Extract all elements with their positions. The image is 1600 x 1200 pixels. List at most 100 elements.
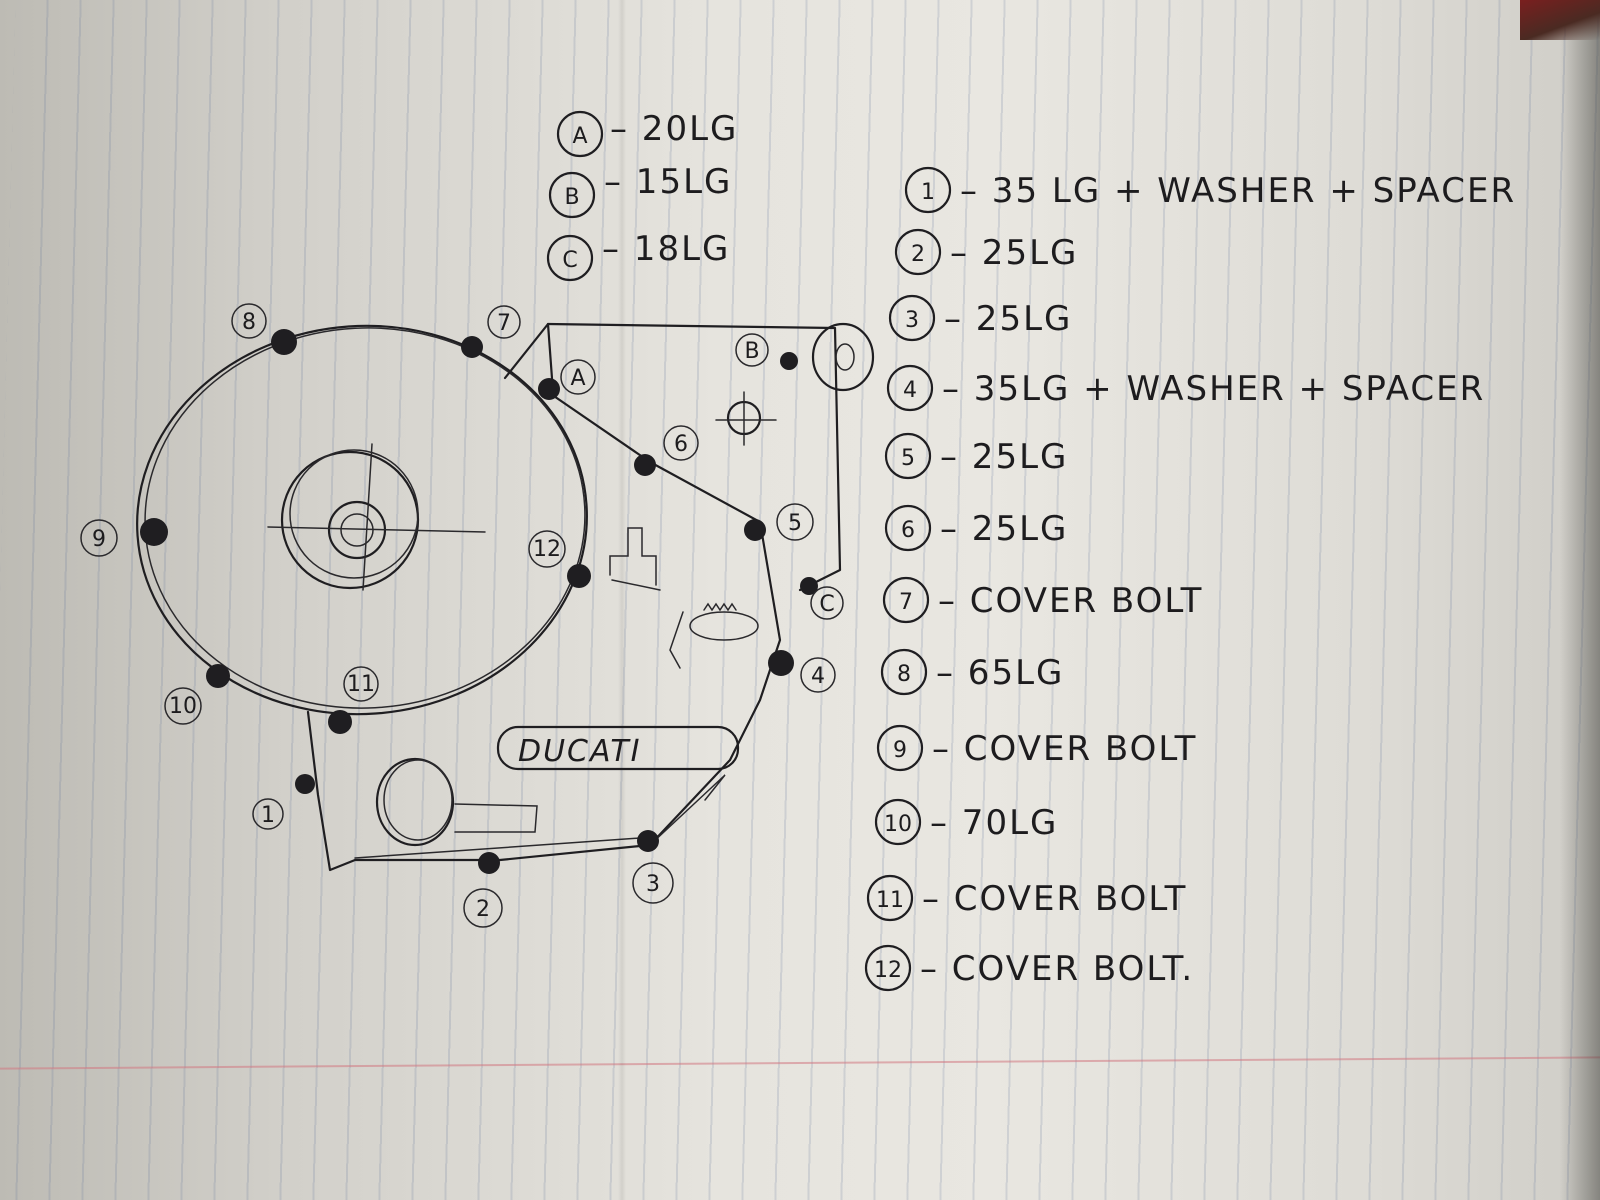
svg-text:11: 11 [347, 672, 375, 697]
boss-crosshair-v [363, 444, 372, 590]
legend-row-2: 2– 25LG [896, 230, 1078, 274]
cover-bottom-arrow [650, 775, 725, 845]
sight-tab [455, 804, 537, 832]
legend-row-5: 5 – 25LG [886, 434, 1068, 478]
svg-text:5: 5 [788, 511, 802, 536]
legend-row-1: 1 – 35 LG + WASHER + SPACER [906, 168, 1516, 212]
legend-text-6: – 25LG [940, 509, 1068, 549]
legend-row-11: 11 – COVER BOLT [868, 876, 1187, 920]
ducati-label: DUCATI [518, 734, 642, 769]
callout-C: C [811, 587, 843, 619]
legend-text-12: – COVER BOLT. [920, 949, 1194, 989]
spring-housing [690, 612, 758, 640]
bolt-A [538, 378, 560, 400]
legend-marker-label-3: 3 [905, 308, 919, 333]
cover-right-edge [548, 392, 780, 845]
spring-bracket [670, 612, 683, 668]
legend-marker-label-11: 11 [876, 888, 904, 913]
legend-text-1: – 35 LG + WASHER + SPACER [960, 171, 1516, 211]
svg-text:2: 2 [476, 897, 490, 922]
legend-row-A: A – 20LG [558, 109, 738, 156]
legend-row-10: 10– 70LG [876, 800, 1058, 844]
svg-text:7: 7 [497, 311, 511, 336]
boss-crosshair-h [268, 527, 485, 532]
legend-row-B: B – 15LG [550, 162, 732, 217]
legend-text-3: – 25LG [944, 299, 1072, 339]
legend-marker-label-2: 2 [911, 242, 925, 267]
legend-row-4: 4 – 35LG + WASHER + SPACER [888, 366, 1485, 410]
svg-text:12: 12 [533, 537, 561, 562]
svg-text:3: 3 [646, 872, 660, 897]
callout-1: 1 [253, 799, 283, 829]
bolt-2 [478, 852, 500, 874]
oil-cap-outer [813, 324, 873, 390]
bolt-4 [768, 650, 794, 676]
legend-marker-label-12: 12 [874, 958, 902, 983]
legend-marker-label-1: 1 [921, 180, 935, 205]
legend-marker-label-4: 4 [903, 378, 917, 403]
oil-cap-inner [836, 344, 854, 370]
legend-marker-label-6: 6 [901, 518, 915, 543]
legend-marker-label-9: 9 [893, 738, 907, 763]
legend-text-5: – 25LG [940, 437, 1068, 477]
bolt-12 [567, 564, 591, 588]
bolt-B [780, 352, 798, 370]
legend-text-8: – 65LG [936, 653, 1064, 693]
svg-text:9: 9 [92, 527, 106, 552]
svg-text:B: B [564, 185, 579, 210]
bolt-8 [271, 329, 297, 355]
legend-row-6: 6 – 25LG [886, 506, 1068, 550]
bolt-9 [140, 518, 168, 546]
central-boss-outer [282, 452, 418, 588]
svg-text:8: 8 [242, 310, 256, 335]
legend-row-C: C – 18LG [548, 229, 730, 280]
legend-text-4: – 35LG + WASHER + SPACER [942, 369, 1485, 409]
svg-text:B: B [744, 339, 759, 364]
callout-2: 2 [464, 889, 502, 927]
svg-text:– 15LG: – 15LG [604, 162, 732, 202]
svg-text:C: C [819, 592, 834, 617]
callout-8: 8 [232, 304, 266, 338]
svg-text:A: A [572, 124, 587, 149]
legend-row-8: 8– 65LG [882, 650, 1064, 694]
svg-text:– 18LG: – 18LG [602, 229, 730, 269]
svg-text:10: 10 [169, 694, 197, 719]
bolt-7 [461, 336, 483, 358]
callout-3: 3 [633, 863, 673, 903]
letter-legend: A – 20LG B – 15LG C – 18LG [548, 109, 738, 280]
legend-marker-label-5: 5 [901, 446, 915, 471]
bolt-11 [328, 710, 352, 734]
svg-text:A: A [570, 366, 585, 391]
sensor-base [612, 580, 660, 590]
svg-text:4: 4 [811, 664, 825, 689]
svg-text:C: C [562, 248, 577, 273]
legend-text-11: – COVER BOLT [922, 879, 1187, 919]
bolt-5 [744, 519, 766, 541]
callout-10: 10 [165, 688, 201, 724]
callout-12: 12 [529, 531, 565, 567]
bolt-3 [637, 830, 659, 852]
callout-11: 11 [344, 667, 378, 701]
sight-window-2 [384, 760, 452, 840]
legend-text-7: – COVER BOLT [938, 581, 1203, 621]
callout-A: A [561, 360, 595, 394]
spring-coil [704, 604, 736, 610]
legend-row-9: 9 – COVER BOLT [878, 726, 1197, 770]
bolt-10 [206, 664, 230, 688]
callout-6: 6 [664, 426, 698, 460]
svg-text:– 20LG: – 20LG [610, 109, 738, 149]
callout-5: 5 [777, 504, 813, 540]
sensor-block [610, 528, 656, 585]
legend-text-9: – COVER BOLT [932, 729, 1197, 769]
cover-outline [124, 311, 873, 870]
legend-text-10: – 70LG [930, 803, 1058, 843]
clutch-cover-ellipse-stroke [135, 317, 594, 720]
legend-marker-label-7: 7 [899, 590, 913, 615]
callout-4: 4 [801, 658, 835, 692]
legend-row-7: 7 – COVER BOLT [884, 578, 1203, 622]
legend-row-12: 12 – COVER BOLT. [866, 946, 1194, 990]
callout-9: 9 [81, 520, 117, 556]
bolt-6 [634, 454, 656, 476]
legend-row-3: 3 – 25LG [890, 296, 1072, 340]
